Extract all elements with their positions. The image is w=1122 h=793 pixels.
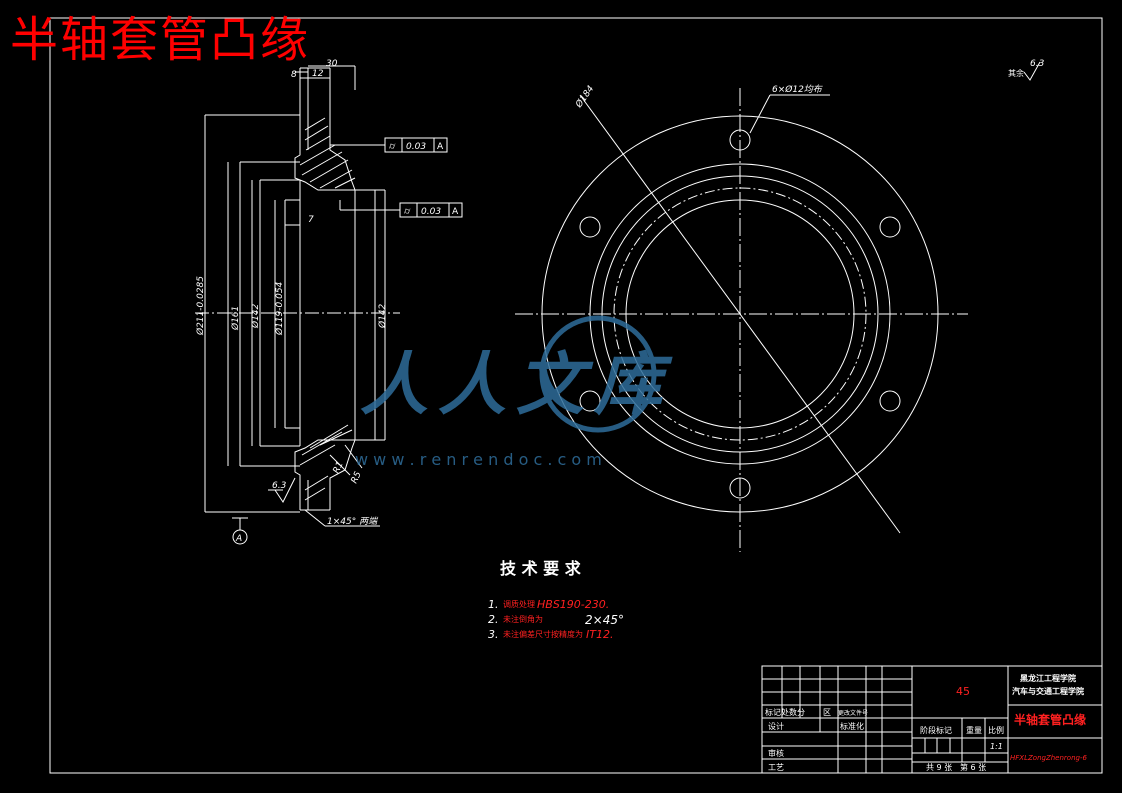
tech-2-num: 2. — [488, 613, 499, 626]
tech-3-label: 未注偏差尺寸按精度为 — [503, 629, 583, 639]
tb-weight: 重量 — [966, 725, 982, 735]
gdt-2-symbol: ⌭ — [404, 207, 411, 217]
dim-8: 8 — [291, 70, 297, 80]
tech-3-value: IT12. — [586, 628, 613, 641]
drawing-title: 半轴套管凸缘 — [10, 12, 311, 68]
gdt-frame-2 — [399, 202, 463, 218]
tech-2-value: 2×45° — [585, 613, 624, 627]
gdt-frame-1 — [384, 137, 448, 153]
dim-d142-inner: Ø142 — [250, 303, 261, 329]
tb-school-2: 汽车与交通工程学院 — [1012, 686, 1084, 696]
datum-a: A — [235, 534, 242, 544]
tb-stage-mark: 阶段标记 — [920, 725, 952, 735]
tech-3-num: 3. — [488, 628, 499, 641]
tb-sheets-total: 共 9 张 — [926, 763, 952, 772]
roughness-all-label: 其余 — [1008, 68, 1024, 78]
hatch-upper — [299, 117, 356, 189]
dim-12: 12 — [312, 69, 324, 79]
dim-7: 7 — [308, 215, 314, 225]
radius-r1: R1 — [332, 460, 346, 475]
dim-d211: Ø211-0.0285 — [195, 276, 206, 336]
tb-design: 设计 — [768, 721, 784, 731]
chamfer-note: 1×45° 两端 — [327, 516, 379, 527]
gdt-1-symbol: ⌭ — [389, 142, 396, 152]
tb-process: 工艺 — [768, 763, 784, 772]
gdt-1-value: 0.03 — [406, 142, 426, 152]
gdt-2-datum: A — [452, 207, 459, 217]
tech-2-label: 未注倒角为 — [503, 614, 543, 624]
tb-standardize: 标准化 — [840, 721, 864, 731]
tb-review: 审核 — [768, 748, 784, 758]
holes-note: 6×Ø12均布 — [772, 84, 824, 95]
tech-1-label: 调质处理 — [503, 599, 535, 609]
dim-30: 30 — [326, 59, 338, 69]
tb-mark-3: 更改文件号 — [838, 709, 868, 717]
tb-material: 45 — [956, 685, 970, 698]
dim-d184: Ø184 — [573, 83, 597, 110]
tb-code: HFXLZongZhenrong-6 — [1010, 754, 1087, 762]
tech-1-value: HBS190-230. — [537, 598, 609, 611]
tb-scale-label: 比例 — [988, 725, 1004, 735]
roughness-section: 6.3 — [272, 481, 287, 491]
tb-scale: 1:1 — [990, 742, 1003, 751]
dim-d142-outer: Ø142 — [377, 303, 388, 329]
radius-r5: R5 — [350, 470, 364, 485]
tb-mark: 标记处数分 — [765, 707, 805, 717]
watermark: 人人文库 w w w . r e n r e n d o c . c o m — [355, 315, 673, 469]
front-view — [515, 61, 1041, 552]
tech-heading: 技 术 要 求 — [500, 559, 582, 578]
tb-mark-2: 区 — [823, 708, 831, 717]
roughness-all-value: 6.3 — [1030, 59, 1045, 69]
title-block — [761, 665, 1103, 774]
watermark-url: w w w . r e n r e n d o c . c o m — [355, 450, 602, 469]
hatch-lower — [299, 424, 353, 501]
drawing-frame — [49, 17, 1103, 774]
gdt-2-value: 0.03 — [421, 207, 441, 217]
tech-1-num: 1. — [488, 598, 499, 611]
section-view — [195, 65, 400, 545]
gdt-1-datum: A — [437, 142, 444, 152]
dim-d161: Ø161 — [230, 306, 241, 331]
tb-school-1: 黑龙江工程学院 — [1020, 673, 1076, 683]
tb-sheet-no: 第 6 张 — [960, 762, 986, 772]
watermark-text: 人人文库 — [360, 346, 673, 425]
dim-d119: Ø119-0.054 — [274, 281, 285, 336]
tb-part-name: 半轴套管凸缘 — [1014, 712, 1086, 727]
